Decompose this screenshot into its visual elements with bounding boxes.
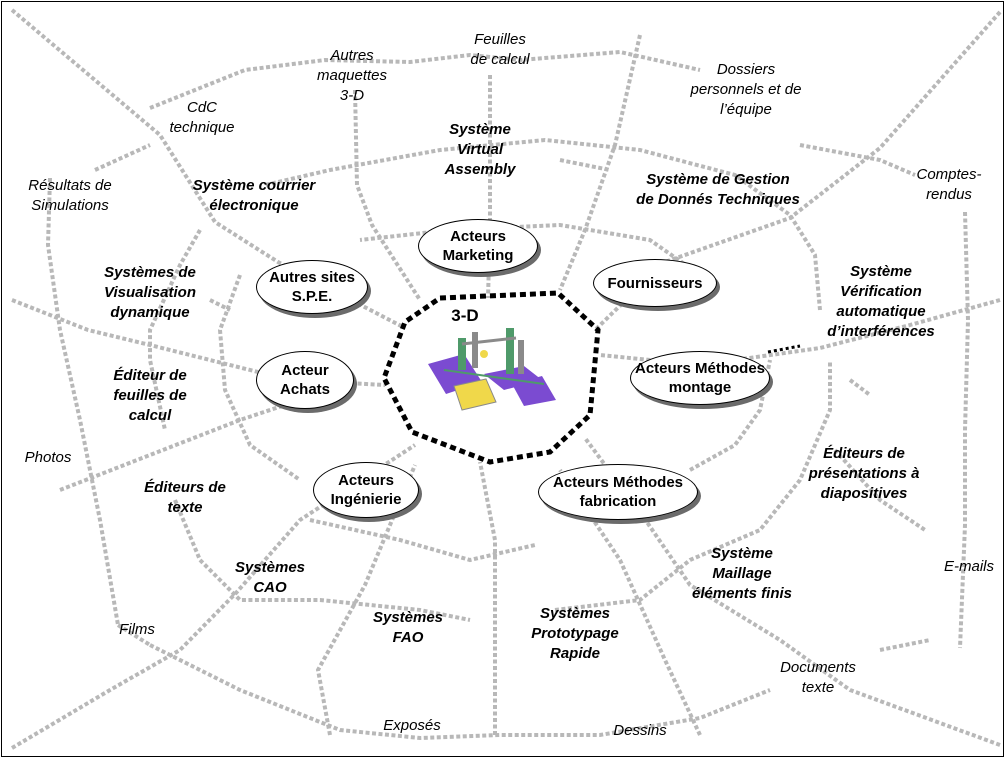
system-prototypage-rapide: Systèmes Prototypage Rapide [531, 605, 619, 662]
link-2 [833, 448, 927, 532]
ring-mid-1 [148, 229, 202, 431]
spoke-bottom-mid [478, 461, 497, 735]
spoke-top-mid-right [558, 34, 642, 291]
system-cao: Systèmes CAO [234, 559, 306, 596]
system-virtual-assembly: Système Virtual Assembly [444, 121, 516, 178]
ring-outer-bottom [149, 643, 771, 741]
ring-mid-3 [554, 360, 832, 612]
outer-comptes-rendus: Comptes- rendus [916, 166, 982, 203]
outer-exposes: Exposés [383, 717, 441, 734]
outer-emails: E-mails [943, 558, 995, 575]
outer-dossiers: Dossiers personnels et de l’équipe [690, 61, 802, 118]
ring-outer-top [149, 49, 701, 110]
outer-feuilles-calcul: Feuilles de calcul [470, 31, 530, 68]
ring-inner-1 [217, 274, 302, 482]
system-verification-interferences: Système Vérification automatique d’inter… [827, 263, 935, 340]
system-visualisation: Systèmes de Visualisation dynamique [104, 264, 196, 321]
outer-resultats-simulations: Résultats de Simulations [28, 177, 112, 214]
link-4 [848, 378, 872, 397]
ring-inner-2 [309, 518, 536, 563]
system-editeurs-texte: Éditeurs de texte [144, 479, 226, 516]
spoke-top-mid-left [353, 89, 422, 302]
link-3 [559, 158, 611, 172]
ring-outer-left [45, 177, 120, 626]
actor-autres-sites[interactable]: Autres sites S.P.E. [256, 260, 368, 314]
ring-outer-br [879, 638, 931, 652]
system-maillage: Système Maillage éléments finis [691, 545, 793, 602]
assembly-model-image [428, 328, 556, 411]
system-fao: Systèmes FAO [372, 609, 444, 646]
spoke-bottom-mid-right [558, 468, 702, 736]
link-5 [209, 298, 231, 312]
system-editeur-feuilles-calcul: Éditeur de feuilles de calcul [113, 367, 187, 424]
ring-inner-4 [359, 222, 702, 277]
outer-photos: Photos [24, 449, 72, 466]
outer-autres-maquettes: Autres maquettes 3-D [316, 47, 388, 104]
outer-documents-texte: Documents texte [780, 659, 856, 696]
spoke-bottom-mid-left [315, 464, 417, 736]
ring-outer-tr [799, 143, 916, 177]
center-label: 3-D [451, 306, 479, 325]
ring-mid-4 [264, 137, 822, 311]
ring-mid-2 [173, 499, 471, 622]
actor-methodes-fabrication[interactable]: Acteurs Méthodes fabrication [538, 464, 698, 520]
actor-marketing[interactable]: Acteurs Marketing [418, 219, 538, 273]
outer-dessins: Dessins [613, 722, 667, 739]
ring-outer-right [958, 211, 971, 649]
spoke-top-mid [486, 75, 492, 299]
ring-outer-tl [94, 143, 151, 172]
actor-achats[interactable]: Acteur Achats [256, 351, 354, 409]
actor-methodes-montage[interactable]: Acteurs Méthodes montage [630, 351, 770, 405]
system-courrier-electronique: Système courrier électronique [192, 177, 316, 214]
spoke-bottom-left [10, 443, 417, 750]
actor-fournisseurs[interactable]: Fournisseurs [593, 259, 717, 307]
outer-cdc-technique: CdC technique [169, 99, 235, 136]
system-editeurs-presentations: Éditeurs de présentations à diapositives [808, 445, 920, 502]
outer-films: Films [119, 621, 155, 638]
system-gestion-donnees: Système de Gestion de Donnés Techniques [636, 171, 800, 208]
actor-ingenierie[interactable]: Acteurs Ingénierie [313, 462, 419, 518]
